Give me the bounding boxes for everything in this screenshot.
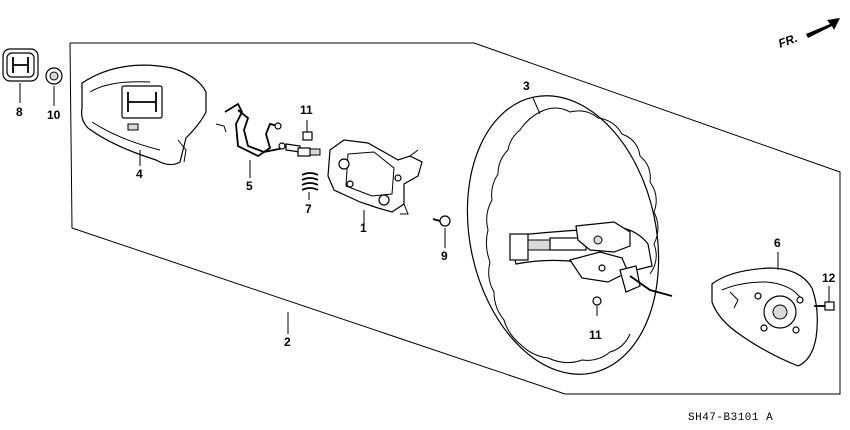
callout-8: 8 bbox=[16, 105, 23, 119]
screw-part-left bbox=[432, 215, 451, 227]
bracket-part bbox=[215, 102, 301, 158]
callout-6: 6 bbox=[774, 236, 781, 250]
assembly-boundary bbox=[69, 42, 841, 395]
diagram-code: SH47-B3101 A bbox=[688, 412, 773, 424]
rear-cover-part bbox=[711, 267, 818, 367]
callout-1: 1 bbox=[360, 221, 367, 235]
screw-part-lower bbox=[592, 296, 602, 316]
callout-11-lower: 11 bbox=[589, 328, 602, 342]
callout-9: 9 bbox=[441, 249, 448, 263]
nut-part bbox=[45, 67, 63, 85]
callout-7: 7 bbox=[305, 202, 312, 216]
callout-3: 3 bbox=[523, 79, 530, 93]
connector-part bbox=[297, 147, 321, 157]
callout-5: 5 bbox=[246, 179, 253, 193]
direction-arrow-icon bbox=[806, 18, 840, 38]
callout-12: 12 bbox=[822, 271, 836, 285]
callout-4: 4 bbox=[136, 167, 143, 181]
callout-11-upper: 11 bbox=[300, 103, 313, 117]
emblem-part bbox=[2, 48, 39, 82]
callout-10: 10 bbox=[47, 108, 61, 122]
horn-pad-cover-part bbox=[81, 64, 207, 166]
direction-label: FR. bbox=[776, 31, 799, 51]
spring-part bbox=[301, 172, 319, 191]
callout-2: 2 bbox=[284, 335, 291, 349]
steering-wheel-part bbox=[466, 95, 673, 375]
cable-reel-part bbox=[327, 139, 423, 215]
screw-part-upper bbox=[302, 126, 313, 141]
